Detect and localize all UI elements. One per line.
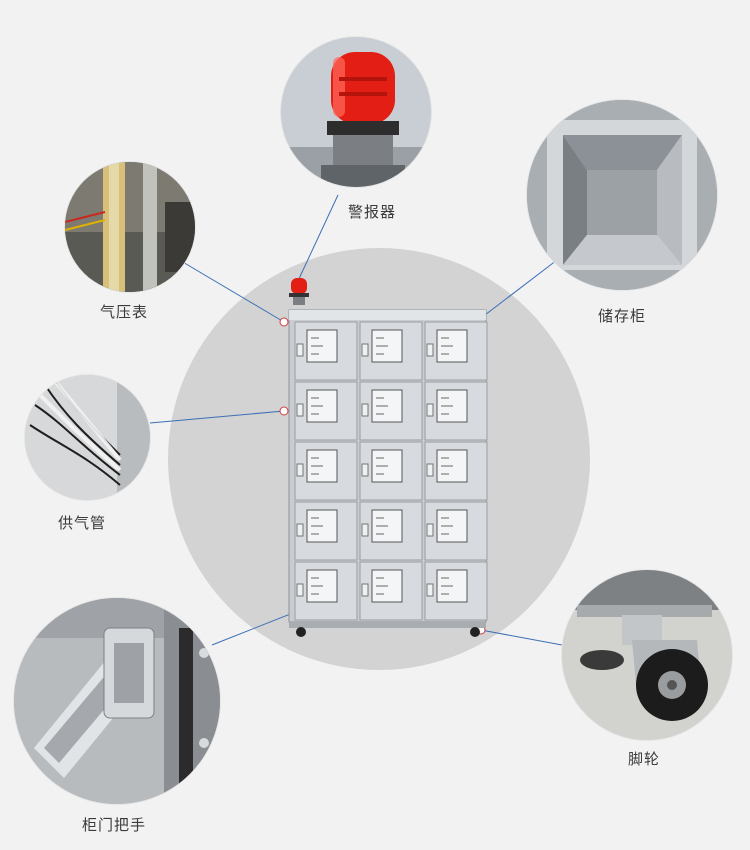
cabinet-door-handle bbox=[361, 343, 369, 357]
label-door-handle: 柜门把手 bbox=[82, 816, 147, 834]
cabinet-door-handle bbox=[426, 343, 434, 357]
cabinet-door-handle bbox=[361, 463, 369, 477]
cabinet-door-handle bbox=[361, 583, 369, 597]
label-storage: 储存柜 bbox=[598, 307, 647, 325]
gas-pipe-detail-circle bbox=[25, 375, 150, 500]
cabinet-door-handle bbox=[296, 343, 304, 357]
cabinet-door-handle bbox=[361, 523, 369, 537]
cabinet-door-handle bbox=[426, 583, 434, 597]
label-gas-pipe: 供气管 bbox=[58, 514, 107, 532]
door-handle-icon bbox=[14, 598, 220, 804]
cabinet-alarm-beacon-icon bbox=[289, 278, 309, 305]
door-handle-detail-circle bbox=[14, 598, 220, 804]
leader-line-pressure-gauge bbox=[175, 257, 285, 323]
leader-line-gas-pipe bbox=[149, 410, 285, 424]
cabinet-door-handle bbox=[426, 403, 434, 417]
marker-pressure-gauge bbox=[279, 317, 289, 327]
pressure-gauge-icon bbox=[65, 162, 195, 292]
cabinet-wheel-left bbox=[296, 627, 306, 637]
storage-detail-circle bbox=[527, 100, 717, 290]
label-pressure-gauge: 气压表 bbox=[100, 303, 149, 321]
alarm-detail-circle bbox=[281, 37, 431, 187]
cabinet-wheel-right bbox=[470, 627, 480, 637]
gas-pipe-icon bbox=[25, 375, 150, 500]
alarm-light-icon bbox=[281, 37, 431, 187]
cabinet-door-handle bbox=[296, 523, 304, 537]
cabinet-door-handle bbox=[361, 403, 369, 417]
cabinet-drawing bbox=[288, 309, 488, 637]
cabinet-top-edge bbox=[289, 310, 486, 320]
leader-line-alarm bbox=[296, 194, 339, 284]
label-alarm: 警报器 bbox=[348, 203, 397, 221]
cabinet-door-handle bbox=[296, 403, 304, 417]
cabinet-base bbox=[289, 622, 486, 628]
pressure-gauge-detail-circle bbox=[65, 162, 195, 292]
leader-line-caster bbox=[480, 629, 563, 646]
storage-compartment-icon bbox=[527, 100, 717, 290]
cabinet-door-handle bbox=[426, 463, 434, 477]
cabinet-door-handle bbox=[426, 523, 434, 537]
cabinet-door-handle bbox=[296, 463, 304, 477]
caster-detail-circle bbox=[562, 570, 732, 740]
storage-cabinet bbox=[285, 306, 490, 638]
marker-gas-pipe bbox=[279, 406, 289, 416]
label-caster: 脚轮 bbox=[628, 750, 661, 768]
cabinet-door-handle bbox=[296, 583, 304, 597]
caster-wheel-icon bbox=[562, 570, 732, 740]
